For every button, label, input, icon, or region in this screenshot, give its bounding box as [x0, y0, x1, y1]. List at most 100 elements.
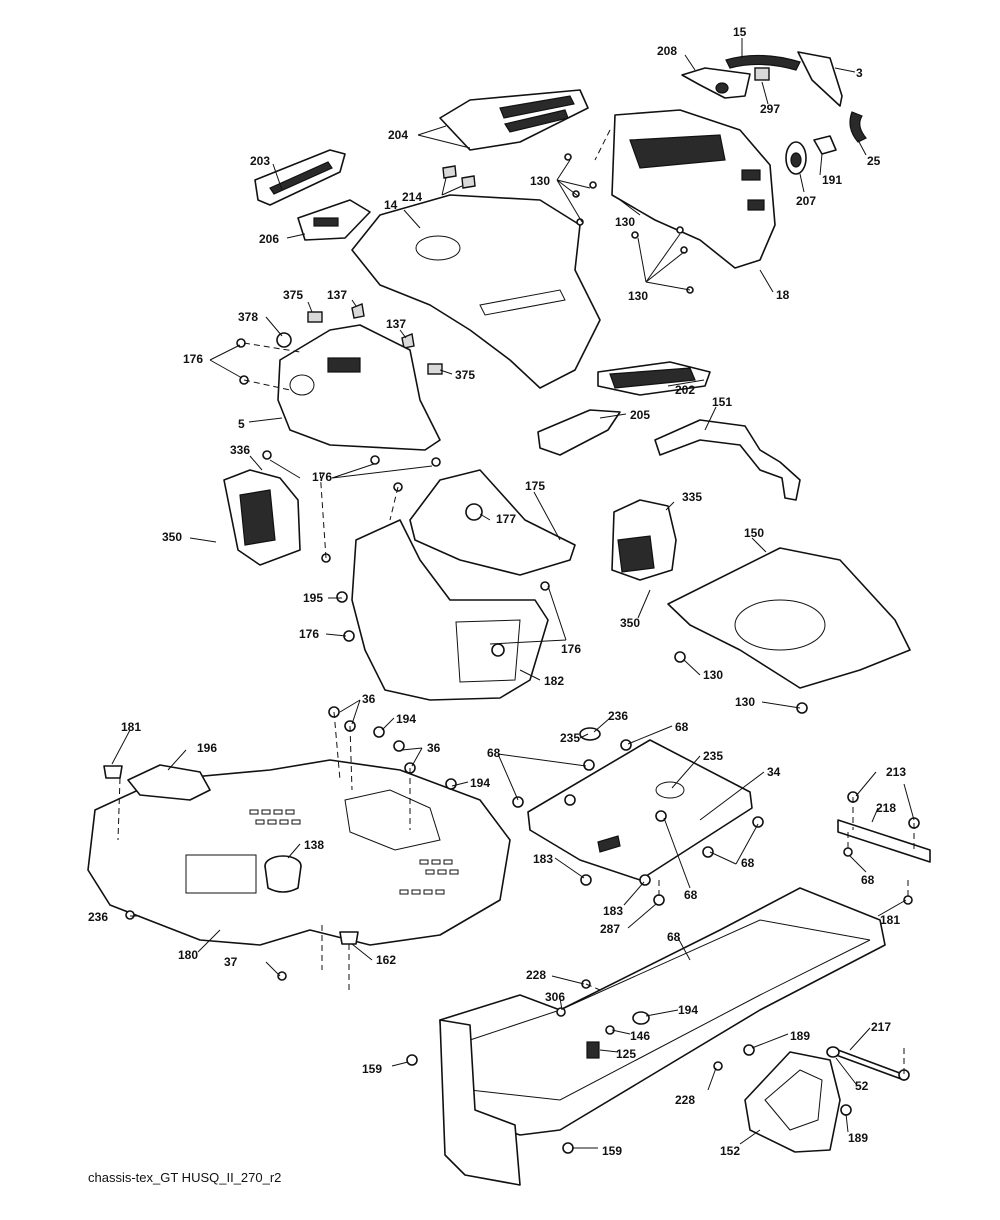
callout-375-b: 375: [455, 368, 475, 382]
callout-68-e: 183: [603, 904, 623, 918]
part-180-inner-rail: [469, 919, 871, 1041]
part-5-display: [327, 357, 361, 373]
part-204-vent-slots: [499, 95, 575, 133]
callout-228-a: 228: [526, 968, 546, 982]
callout-68-f: 181: [880, 913, 900, 927]
part-18-headlight-right: [747, 199, 765, 211]
callout-151: 151: [712, 395, 732, 409]
callout-25: 25: [867, 154, 881, 168]
part-208-lens: [715, 82, 729, 94]
part-14-hood: [351, 194, 601, 389]
callout-176-c: 176: [299, 627, 319, 641]
callout-175: 175: [525, 479, 545, 493]
callout-152: 152: [720, 1144, 740, 1158]
part-214-clip-a: [442, 165, 457, 179]
part-378-knob: [276, 332, 292, 348]
callout-378: 378: [238, 310, 258, 324]
part-25-lamp: [849, 111, 867, 143]
callout-177: 177: [496, 512, 516, 526]
part-214-clip-b: [461, 175, 476, 189]
callout-130-a: 130: [530, 174, 550, 188]
part-150-opening: [734, 599, 826, 651]
part-205-trim: [537, 409, 621, 456]
callout-176-b: 176: [312, 470, 332, 484]
callout-375-a: 375: [283, 288, 303, 302]
callout-180: 68: [667, 930, 681, 944]
part-3-lamp-housing: [797, 51, 843, 107]
callout-183-a: 183: [533, 852, 553, 866]
callout-15: 15: [733, 25, 747, 39]
callout-206: 206: [259, 232, 279, 246]
callout-213: 213: [886, 765, 906, 779]
part-180-front-plate: [439, 1019, 521, 1186]
callout-235-b: 235: [703, 749, 723, 763]
callout-194-c: 194: [678, 1003, 698, 1017]
part-336-mesh: [239, 489, 276, 546]
part-218-bar: [837, 819, 931, 863]
part-5-dash-console: [277, 324, 441, 451]
callout-335: 335: [682, 490, 702, 504]
part-18-headlight-left: [741, 169, 761, 181]
fasteners: [125, 153, 920, 1154]
part-175-plate: [409, 469, 576, 576]
callout-336: 336: [230, 443, 250, 457]
part-196-cap: [127, 764, 211, 801]
callout-137-a: 137: [327, 288, 347, 302]
part-181-bushing-b: [339, 931, 359, 945]
callout-218: 218: [876, 801, 896, 815]
part-34-base-plate: [527, 739, 753, 881]
part-125-block: [586, 1041, 600, 1059]
part-180-lower-rail: [469, 939, 871, 1101]
callout-176-a: 176: [183, 352, 203, 366]
callout-68-a: 68: [675, 720, 689, 734]
part-34-slot: [597, 835, 621, 853]
callout-191: 191: [822, 173, 842, 187]
callout-181-b: 162: [376, 953, 396, 967]
callout-236-a: 236: [608, 709, 628, 723]
callout-68-c: 68: [741, 856, 755, 870]
part-194-nut: [632, 1011, 650, 1025]
part-138-cup-body: [264, 865, 302, 893]
callout-130-d: 130: [703, 668, 723, 682]
callout-3: 3: [856, 66, 863, 80]
part-177-knob: [465, 503, 483, 521]
callout-138: 138: [304, 838, 324, 852]
part-152-inner: [764, 1069, 823, 1131]
part-191-bracket: [813, 135, 837, 155]
part-37-vents: [249, 809, 459, 895]
part-34-hole-large: [655, 781, 685, 799]
callout-130-e: 130: [735, 695, 755, 709]
part-297-clip: [754, 67, 770, 81]
part-182-hole: [491, 643, 505, 657]
callout-214: 214: [402, 190, 422, 204]
callout-183-b: 287: [600, 922, 620, 936]
callout-5: 5: [238, 417, 245, 431]
alignment-lines: [117, 129, 915, 1075]
callout-36-b: 36: [427, 741, 441, 755]
callout-150: 150: [744, 526, 764, 540]
callout-14: 14: [384, 198, 398, 212]
part-375-clip-b: [427, 363, 443, 375]
callout-202: 202: [675, 383, 695, 397]
callout-159-a: 159: [362, 1062, 382, 1076]
callout-194-a: 194: [396, 712, 416, 726]
callout-37: 180: [178, 948, 198, 962]
part-15-trim-strip: [725, 54, 801, 71]
callout-350-a: 350: [162, 530, 182, 544]
callout-236-b: 68: [684, 888, 698, 902]
part-181-bushing-a: [103, 765, 123, 779]
callout-159-b: 159: [602, 1144, 622, 1158]
part-14-gauge-opening: [415, 235, 461, 261]
callout-235-a: 235: [560, 731, 580, 745]
callout-181-a: 181: [121, 720, 141, 734]
callout-287: 236: [88, 910, 108, 924]
part-37-seat-opening: [185, 854, 257, 894]
part-37-rear-opening: [344, 789, 441, 851]
callout-182: 182: [544, 674, 564, 688]
callout-306: 306: [545, 990, 565, 1004]
part-14-slot: [479, 289, 566, 316]
callout-189-b: 189: [848, 1131, 868, 1145]
callout-228-b: 228: [675, 1093, 695, 1107]
callout-34: 34: [767, 765, 781, 779]
